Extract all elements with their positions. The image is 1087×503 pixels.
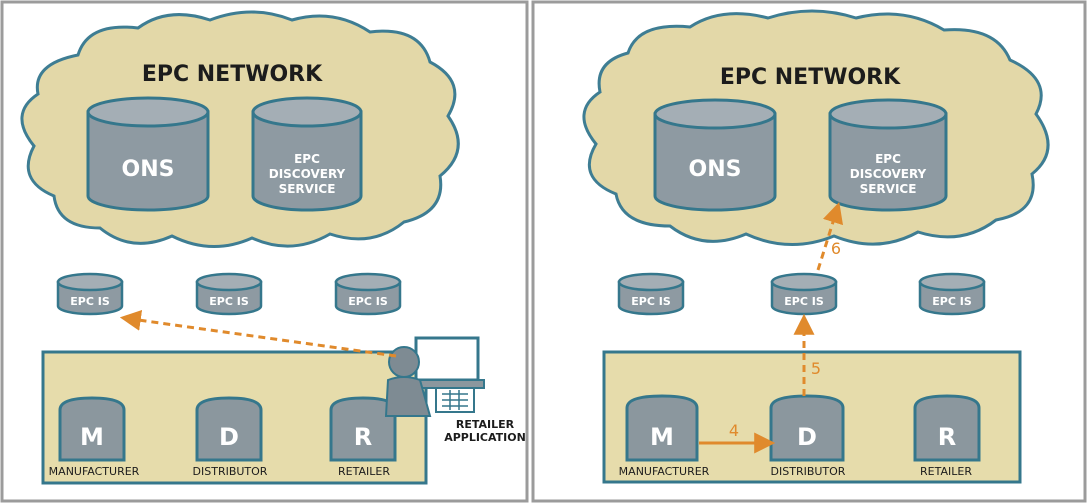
left-manufacturer-node-icon bbox=[58, 396, 126, 462]
right-distributor-node-icon bbox=[769, 394, 845, 462]
right-discovery-database-icon bbox=[828, 98, 948, 212]
left-ons-database-icon bbox=[86, 96, 210, 212]
right-epcis-database-icon-1 bbox=[617, 272, 685, 316]
left-discovery-label-line-2: DISCOVERY bbox=[269, 167, 346, 181]
left-epcis-label-1: EPC IS bbox=[70, 295, 110, 308]
right-discovery-label-line-1: EPC bbox=[875, 152, 901, 166]
right-epcis-label-1: EPC IS bbox=[631, 295, 671, 308]
right-retailer-letter: R bbox=[938, 423, 956, 451]
right-retailer-node-icon bbox=[913, 394, 981, 462]
right-discovery-label-line-3: SERVICE bbox=[860, 182, 917, 196]
right-distributor-letter: D bbox=[797, 423, 817, 451]
left-distributor-caption: DISTRIBUTOR bbox=[193, 465, 268, 478]
right-panel-border bbox=[531, 0, 1087, 503]
step-5-label: 5 bbox=[811, 359, 821, 378]
left-distributor-node-icon bbox=[195, 396, 263, 462]
right-ons-database-icon bbox=[653, 98, 777, 212]
left-network-title: EPC NETWORK bbox=[142, 62, 323, 87]
right-manufacturer-caption: MANUFACTURER bbox=[619, 465, 710, 478]
left-epcis-label-2: EPC IS bbox=[209, 295, 249, 308]
right-epcis-database-icon-2 bbox=[770, 272, 838, 316]
left-query-arrow bbox=[119, 309, 397, 358]
step-6-label: 6 bbox=[831, 239, 841, 258]
right-discovery-label-line-2: DISCOVERY bbox=[850, 167, 927, 181]
step-4-label: 4 bbox=[729, 421, 739, 440]
retailer-application-label-line-2: APPLICATION bbox=[444, 431, 526, 444]
right-epcis-label-2: EPC IS bbox=[784, 295, 824, 308]
left-manufacturer-letter: M bbox=[80, 423, 104, 451]
retailer-application-label-line-1: RETAILER bbox=[456, 418, 515, 431]
right-distributor-caption: DISTRIBUTOR bbox=[771, 465, 846, 478]
left-discovery-database-icon bbox=[251, 96, 363, 212]
left-distributor-letter: D bbox=[219, 423, 239, 451]
left-epcis-database-icon-2 bbox=[195, 272, 263, 316]
left-epcis-database-icon-3 bbox=[334, 272, 402, 316]
left-epcis-label-3: EPC IS bbox=[348, 295, 388, 308]
left-retailer-letter: R bbox=[354, 423, 372, 451]
right-ons-label: ONS bbox=[689, 157, 742, 182]
right-retailer-caption: RETAILER bbox=[920, 465, 972, 478]
left-manufacturer-caption: MANUFACTURER bbox=[49, 465, 140, 478]
left-ons-label: ONS bbox=[122, 157, 175, 182]
right-panel: EPC NETWORK ONS EPC DISCOVERY SERVICE EP… bbox=[582, 9, 1050, 484]
right-epcis-database-icon-3 bbox=[918, 272, 986, 316]
left-retailer-caption: RETAILER bbox=[338, 465, 390, 478]
right-manufacturer-letter: M bbox=[650, 423, 674, 451]
left-epcis-database-icon-1 bbox=[56, 272, 124, 316]
person-at-computer-icon bbox=[384, 336, 485, 417]
left-discovery-label-line-3: SERVICE bbox=[279, 182, 336, 196]
left-panel: EPC NETWORK ONS EPC DISCOVERY SERVICE EP… bbox=[20, 10, 526, 485]
right-network-title: EPC NETWORK bbox=[720, 65, 901, 90]
left-panel-border bbox=[0, 0, 529, 503]
right-epcis-label-3: EPC IS bbox=[932, 295, 972, 308]
right-manufacturer-node-icon bbox=[625, 394, 699, 462]
left-discovery-label-line-1: EPC bbox=[294, 152, 320, 166]
